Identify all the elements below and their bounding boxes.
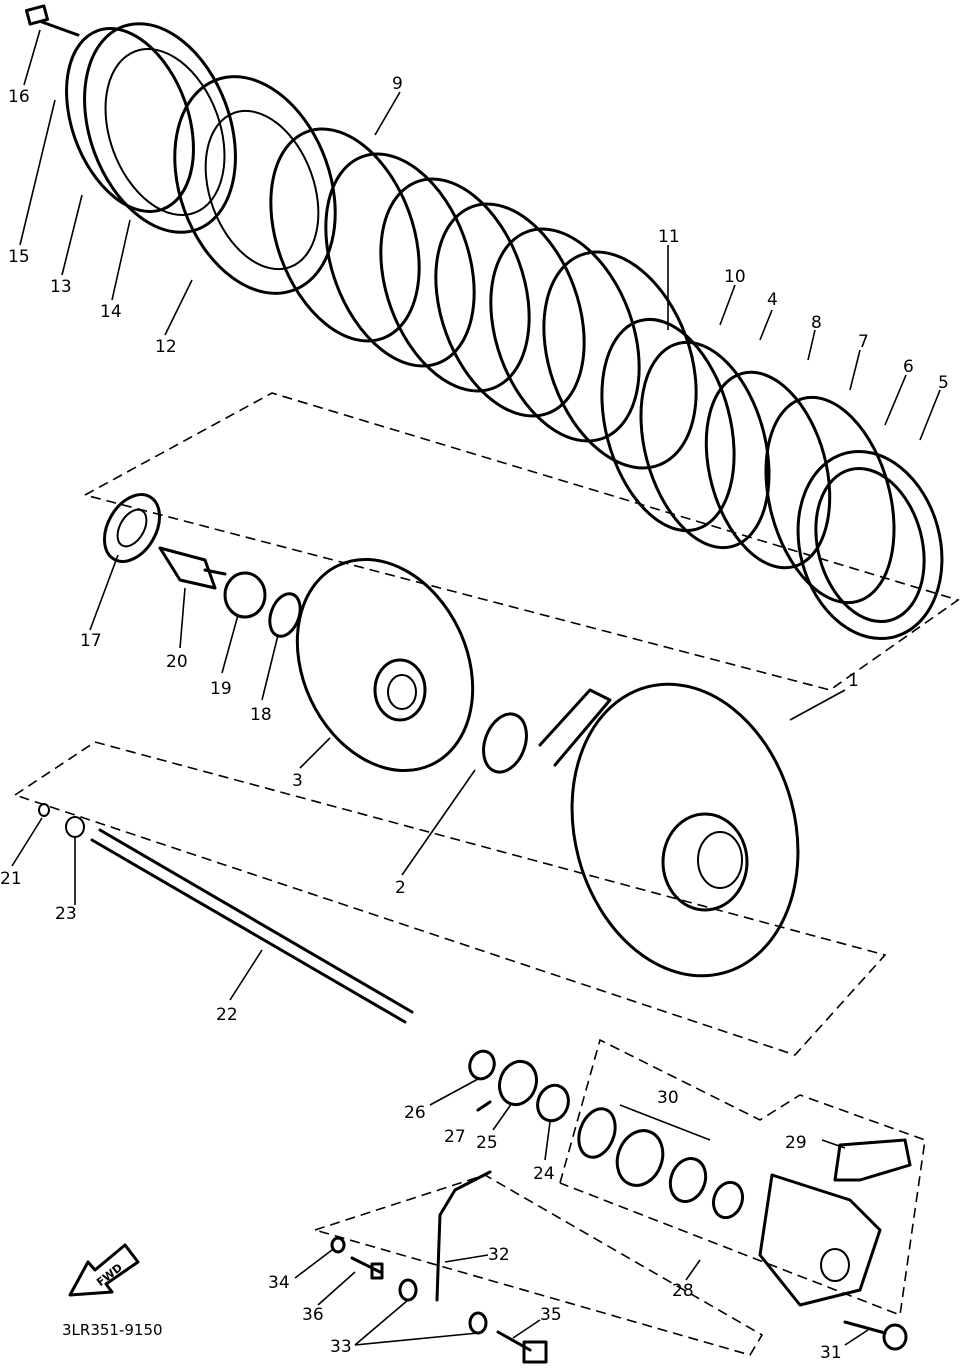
label-25: 25 bbox=[476, 1133, 498, 1153]
label-23: 23 bbox=[55, 904, 77, 924]
release-cylinder-28 bbox=[758, 1173, 882, 1307]
label-26: 26 bbox=[404, 1103, 426, 1123]
label-20: 20 bbox=[166, 652, 188, 672]
washer-33b bbox=[468, 1311, 488, 1335]
oil-seal-26 bbox=[468, 1049, 496, 1081]
label-4: 4 bbox=[767, 290, 778, 310]
label-28: 28 bbox=[672, 1281, 694, 1301]
label-17: 17 bbox=[80, 631, 102, 651]
friction-plate-stack bbox=[269, 127, 698, 470]
label-19: 19 bbox=[210, 679, 232, 699]
pin-27 bbox=[476, 1100, 492, 1112]
label-33: 33 bbox=[330, 1337, 352, 1357]
label-30: 30 bbox=[657, 1088, 679, 1108]
label-11: 11 bbox=[658, 227, 680, 247]
label-12: 12 bbox=[155, 337, 177, 357]
label-15: 15 bbox=[8, 247, 30, 267]
union-bolt-35 bbox=[496, 1330, 548, 1364]
bracket-29 bbox=[833, 1138, 912, 1182]
label-10: 10 bbox=[724, 267, 746, 287]
collar-19 bbox=[223, 571, 267, 619]
bolt-16 bbox=[24, 4, 80, 37]
label-32: 32 bbox=[488, 1245, 510, 1265]
cylinder-kit-30 bbox=[577, 1107, 745, 1220]
label-24: 24 bbox=[533, 1164, 555, 1184]
diagram-code: 3LR351-9150 bbox=[62, 1321, 163, 1339]
label-16: 16 bbox=[8, 87, 30, 107]
bleed-screw-36 bbox=[350, 1256, 384, 1280]
label-3: 3 bbox=[292, 771, 303, 791]
leader-lines bbox=[11, 29, 941, 1346]
label-22: 22 bbox=[216, 1005, 238, 1025]
seal-24 bbox=[536, 1083, 570, 1123]
label-18: 18 bbox=[250, 705, 272, 725]
label-8: 8 bbox=[811, 313, 822, 333]
label-31: 31 bbox=[820, 1343, 842, 1363]
label-5: 5 bbox=[938, 373, 949, 393]
label-2: 2 bbox=[395, 878, 406, 898]
clutch-assembly-outline bbox=[84, 392, 960, 691]
label-35: 35 bbox=[540, 1305, 562, 1325]
clutch-housing-1 bbox=[538, 682, 800, 978]
thrust-washer-2 bbox=[482, 712, 528, 774]
label-7: 7 bbox=[858, 332, 869, 352]
washer-33a bbox=[398, 1278, 418, 1302]
label-6: 6 bbox=[903, 357, 914, 377]
pushrod-assembly-outline bbox=[14, 741, 887, 1056]
hose-assembly-outline bbox=[314, 1174, 764, 1356]
label-14: 14 bbox=[100, 302, 122, 322]
forward-arrow-icon: FWD bbox=[68, 1243, 140, 1297]
push-rod-20 bbox=[158, 546, 227, 590]
release-cylinder-outline bbox=[559, 1038, 926, 1317]
ring-34 bbox=[330, 1236, 346, 1254]
primary-driven-gear-3 bbox=[295, 557, 475, 773]
label-1: 1 bbox=[848, 671, 859, 691]
push-rod-shaft-22 bbox=[38, 803, 414, 1024]
label-34: 34 bbox=[268, 1273, 290, 1293]
label-13: 13 bbox=[50, 277, 72, 297]
piston-25 bbox=[497, 1059, 539, 1107]
pressure-plate-group bbox=[65, 22, 337, 295]
clutch-boss-rings bbox=[600, 317, 944, 641]
label-21: 21 bbox=[0, 869, 22, 889]
hose-32 bbox=[435, 1170, 492, 1302]
label-27: 27 bbox=[444, 1127, 466, 1147]
callout-labels: 1 2 3 4 5 6 7 8 9 10 11 12 13 14 15 16 1… bbox=[0, 74, 949, 1363]
label-9: 9 bbox=[392, 74, 403, 94]
label-36: 36 bbox=[302, 1305, 324, 1325]
label-29: 29 bbox=[785, 1133, 807, 1153]
bearing-17 bbox=[103, 493, 161, 563]
bolt-31 bbox=[843, 1320, 908, 1351]
